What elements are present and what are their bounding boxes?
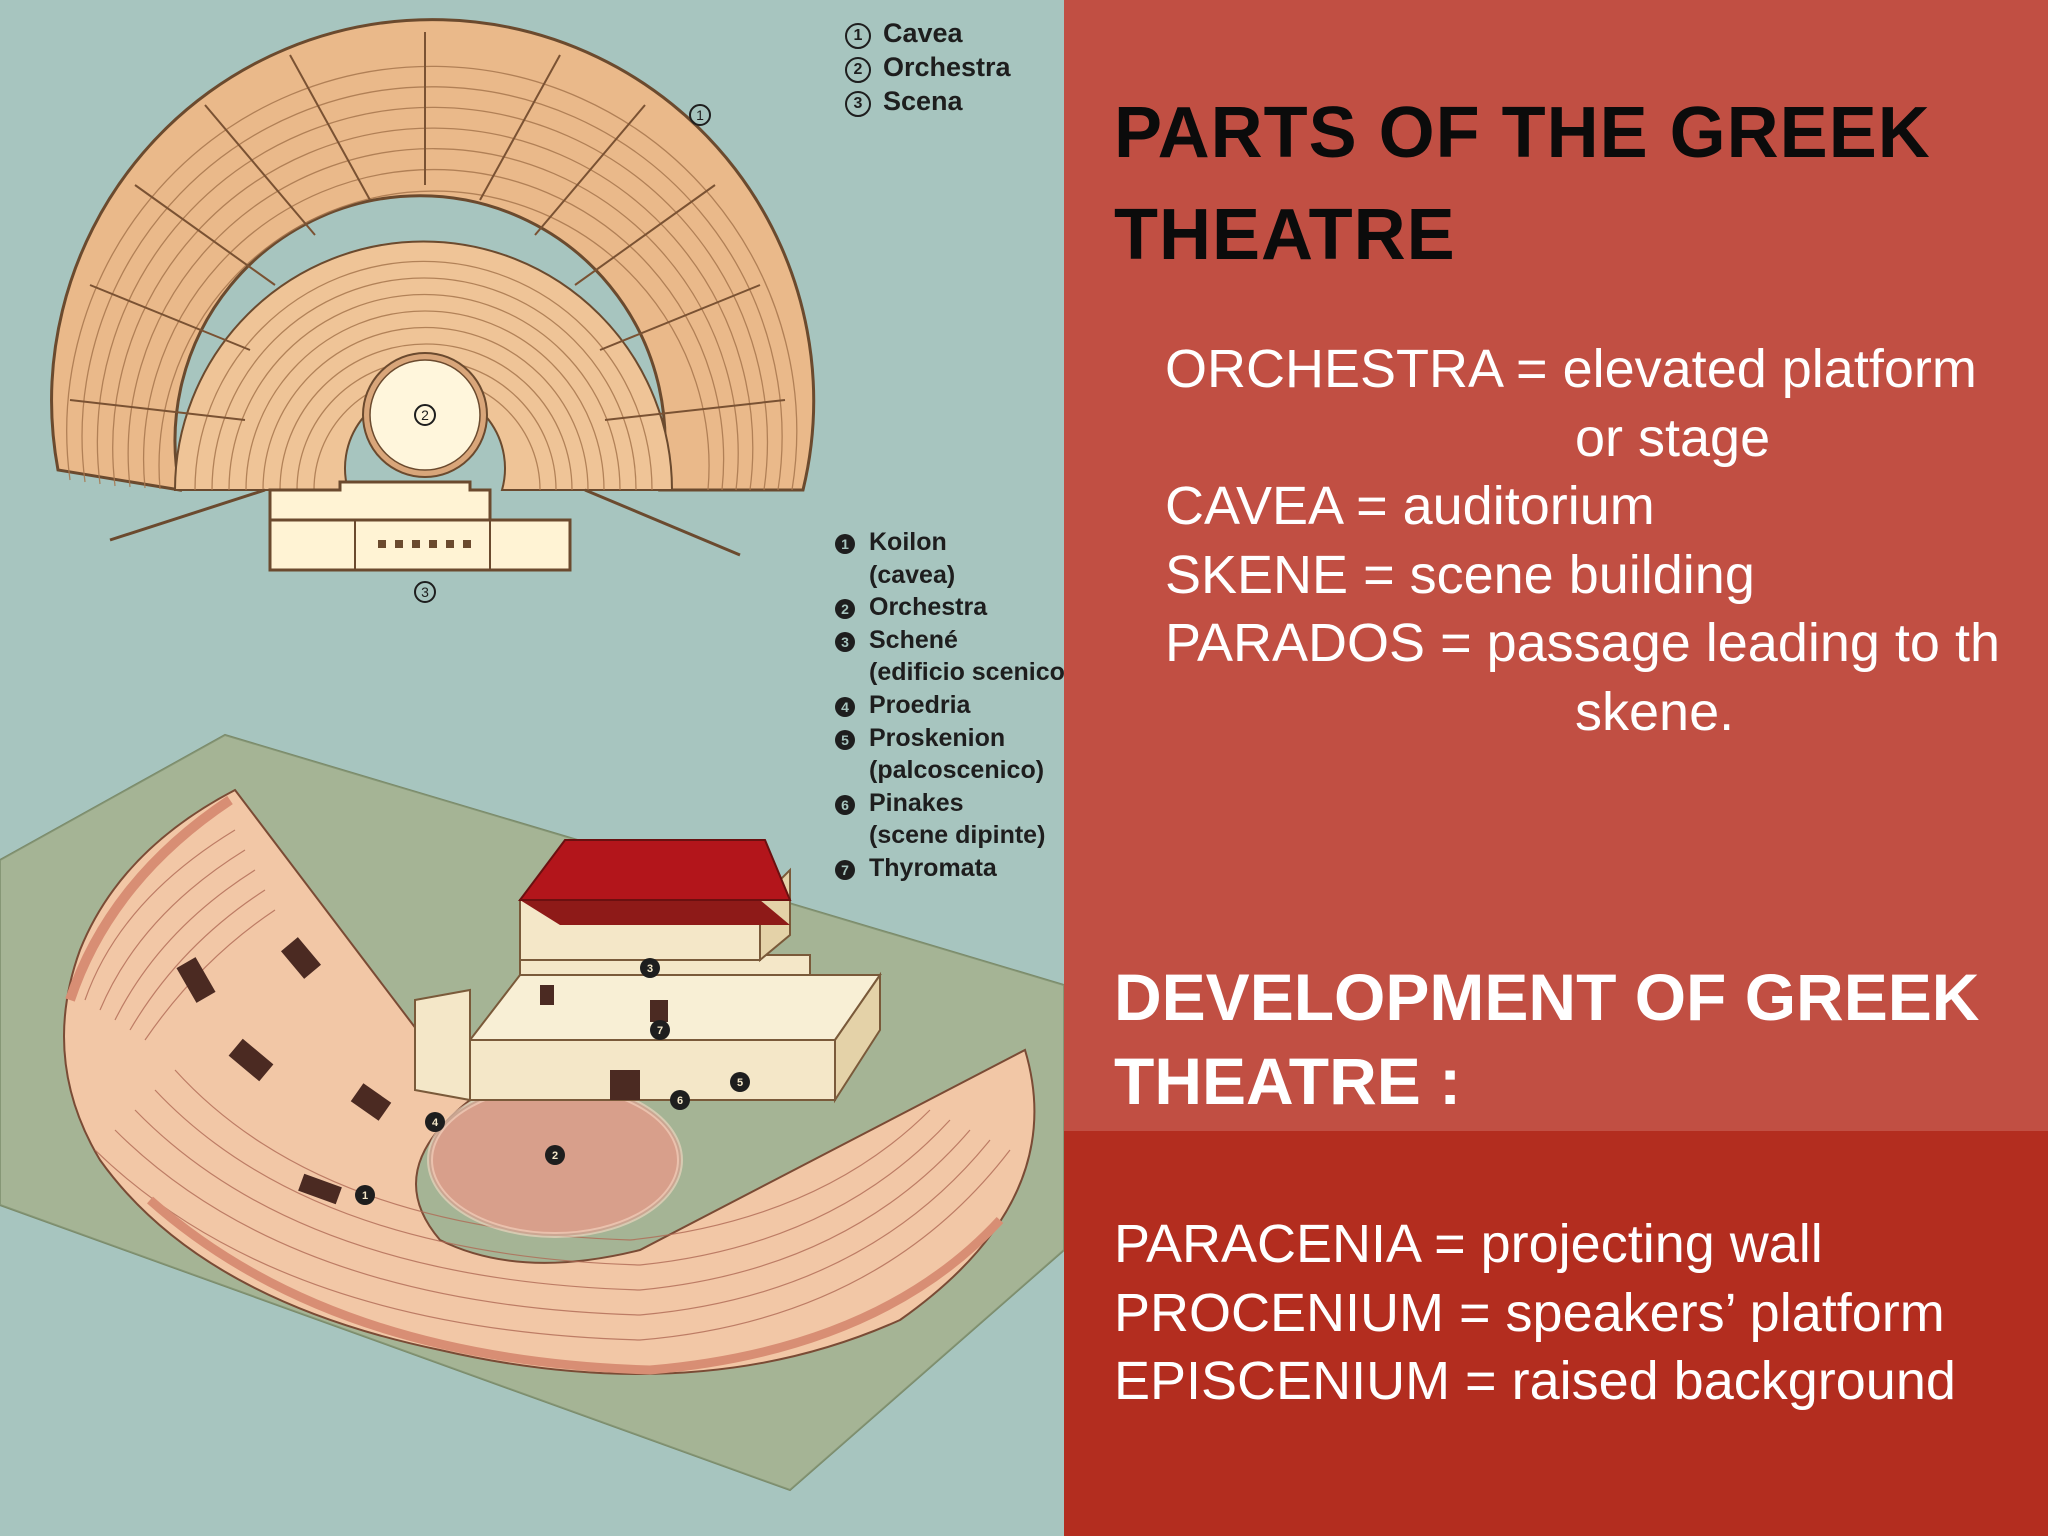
development-item: PROCENIUM = speakers’ platform (1114, 1282, 1945, 1343)
iso-legend-item: 5 Proskenion (835, 723, 1064, 759)
legend-number: 1 (835, 534, 855, 554)
iso-legend-item: 1 Koilon (835, 530, 1064, 563)
legend-sublabel: (palcoscenico) (869, 756, 1045, 785)
iso-marker-4: 4 (432, 1117, 439, 1129)
isometric-view: 1 2 3 4 5 6 7 (0, 733, 1064, 1492)
legend-sublabel: (cavea) (869, 560, 956, 589)
parts-item: SKENE = scene building (1165, 544, 1755, 605)
parts-item: CAVEA = auditorium (1165, 476, 1655, 536)
development-title: DEVELOPMENT OF GREEK THEATRE : (1114, 960, 1980, 1118)
legend-number: 5 (835, 729, 855, 750)
iso-legend-item: 6 Pinakes (835, 788, 1064, 824)
legend-label: Orchestra (869, 593, 988, 622)
theatre-illustration: 1 2 3 (0, 18, 1064, 1492)
plan-marker-3: 3 (421, 584, 429, 600)
legend-label: Koilon (869, 528, 947, 556)
legend-sublabel: (scene dipinte) (869, 821, 1046, 850)
slide-title: PARTS OF THE GREEK THEATRE (1114, 93, 1931, 275)
legend-number: 7 (835, 859, 855, 880)
legend-label: Schené (869, 625, 958, 654)
parts-item-continued: skene. (1575, 681, 1735, 742)
plan-marker-1: 1 (696, 107, 704, 123)
legend-number: 2 (845, 57, 871, 83)
iso-legend-item: 2 Orchestra (835, 595, 1064, 628)
development-list: PARACENIA = projecting wall PROCENIUM = … (1114, 1210, 2034, 1416)
iso-marker-7: 7 (657, 1025, 663, 1037)
legend-number: 6 (835, 794, 855, 815)
legend-sublabel: (edificio scenico) (869, 658, 1064, 687)
legend-number: 1 (845, 23, 871, 49)
development-item: PARACENIA = projecting wall (1114, 1214, 1823, 1274)
iso-marker-2: 2 (552, 1150, 558, 1162)
legend-number: 3 (835, 631, 855, 652)
iso-legend-item: 7 Thyromata (835, 853, 1064, 889)
iso-marker-1: 1 (362, 1190, 368, 1202)
iso-marker-5: 5 (737, 1077, 743, 1089)
legend-label: Orchestra (883, 52, 1011, 82)
iso-marker-3: 3 (647, 963, 653, 975)
iso-legend-item: 3 Schené (835, 625, 1064, 661)
plan-legend-item: 3 Scena (845, 88, 1011, 122)
parts-item: PARADOS = passage leading to th (1165, 613, 2000, 673)
development-panel (1064, 1131, 2048, 1536)
iso-legend-item: 4 Proedria (835, 690, 1064, 726)
plan-view: 1 2 3 (50, 18, 816, 603)
plan-legend-item: 1 Cavea (845, 20, 1011, 54)
legend-label: Thyromata (869, 853, 997, 882)
legend-number: 4 (835, 696, 855, 717)
development-item: EPISCENIUM = raised background (1114, 1351, 1956, 1411)
legend-label: Proskenion (869, 723, 1006, 752)
parts-item: ORCHESTRA = elevated platform (1165, 339, 1977, 399)
plan-legend-item: 2 Orchestra (845, 54, 1011, 88)
legend-label: Proedria (869, 690, 971, 719)
legend-number: 2 (835, 599, 855, 620)
parts-list: ORCHESTRA = elevated platform or stage C… (1165, 335, 2048, 746)
iso-legend: 1 Koilon (cavea) 2 Orchestra 3 Schené (e… (835, 530, 1064, 889)
plan-marker-2: 2 (421, 407, 429, 423)
legend-number: 3 (845, 91, 871, 117)
legend-label: Scena (883, 86, 963, 116)
iso-marker-6: 6 (677, 1095, 683, 1107)
plan-legend: 1 Cavea 2 Orchestra 3 Scena (845, 20, 1011, 122)
parts-item-continued: or stage (1575, 407, 1771, 468)
legend-label: Pinakes (869, 788, 964, 817)
legend-label: Cavea (883, 18, 963, 48)
theatre-diagram: 1 2 3 (0, 18, 1064, 1492)
parts-panel (1064, 0, 2048, 1131)
